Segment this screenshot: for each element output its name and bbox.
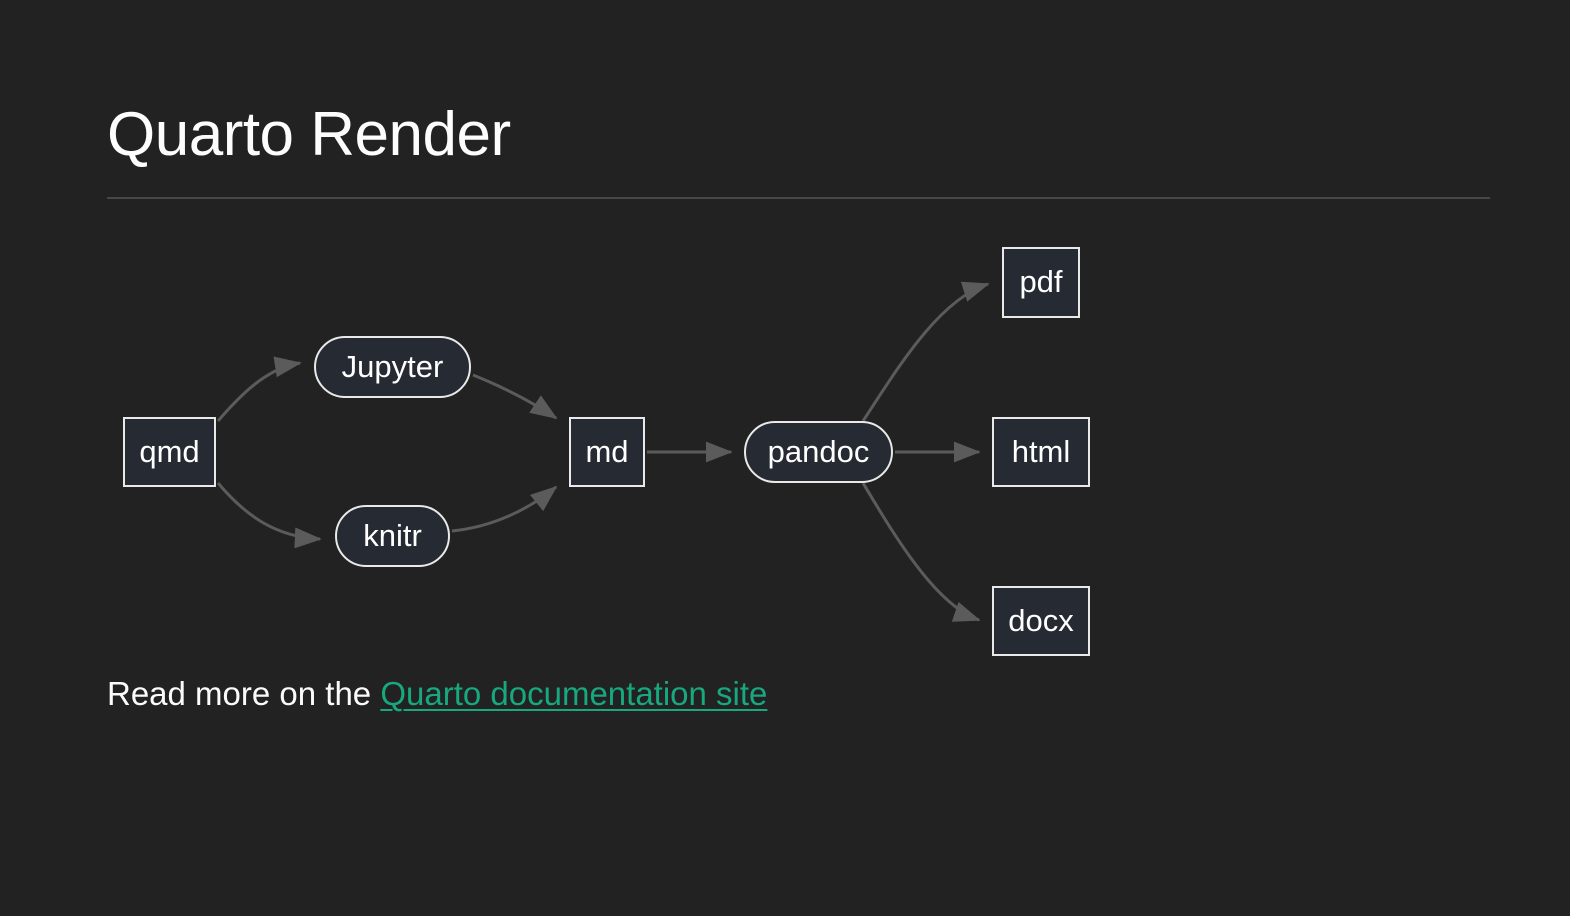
node-label: pandoc [767,433,870,469]
diagram-node-docx[interactable]: docx [992,586,1090,656]
footer-lead-text: Read more on the [107,675,381,712]
edge-pandoc-to-docx [861,482,981,622]
edge-knitr-to-md [451,485,558,533]
node-label: qmd [139,433,200,469]
diagram-node-html[interactable]: html [992,417,1090,487]
edge-qmd-to-jupyter [216,356,302,422]
diagram-node-pandoc[interactable]: pandoc [744,421,893,483]
title-divider [107,197,1490,200]
diagram-node-pdf[interactable]: pdf [1002,247,1080,318]
diagram-node-jupyter[interactable]: Jupyter [314,336,471,398]
diagram-node-knitr[interactable]: knitr [335,505,450,567]
node-label: knitr [363,517,422,553]
edge-jupyter-to-md [472,373,558,420]
diagram-node-qmd[interactable]: qmd [123,417,216,487]
node-label: docx [1008,602,1074,638]
quarto-documentation-link[interactable]: Quarto documentation site [380,675,768,712]
node-label: Jupyter [341,348,444,384]
page-title: Quarto Render [107,100,511,169]
node-label: html [1011,433,1071,469]
footer-paragraph: Read more on the Quarto documentation si… [107,673,767,716]
edge-pandoc-to-pdf [861,281,990,422]
node-label: md [585,433,629,469]
edge-qmd-to-knitr [216,482,322,549]
diagram-node-md[interactable]: md [569,417,645,487]
node-label: pdf [1019,264,1063,299]
title-block: Quarto Render [107,100,1490,200]
